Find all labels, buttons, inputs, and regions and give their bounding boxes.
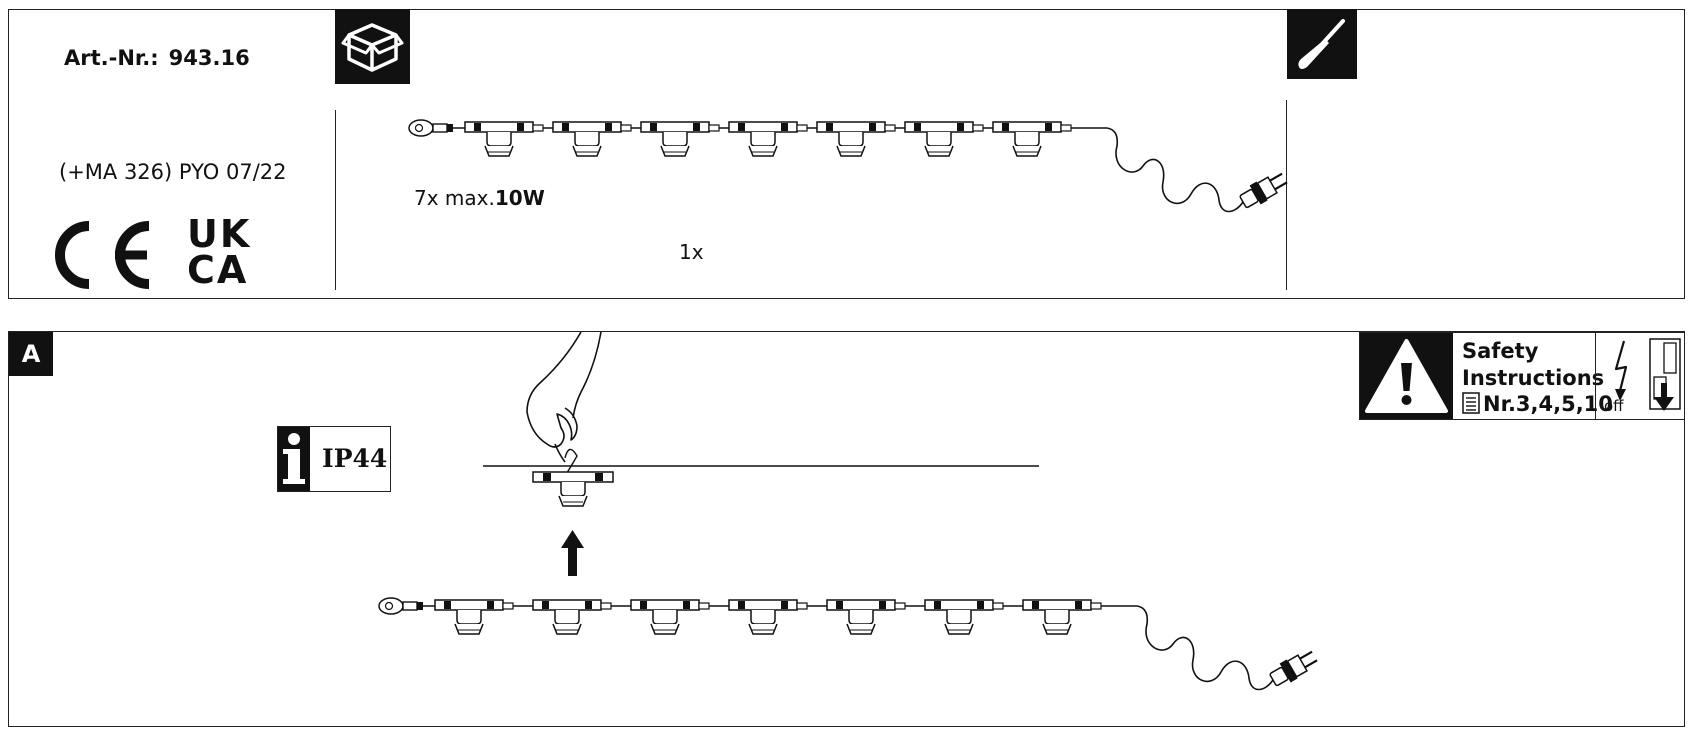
lamp-wattage-note: 7x max.10W	[414, 186, 545, 210]
installation-step-panel: A IP44	[8, 331, 1685, 727]
lamp-socket	[728, 121, 808, 157]
lamp-socket	[464, 121, 544, 157]
arrow-up-icon	[561, 530, 584, 576]
electricity-icon	[1614, 340, 1628, 401]
lamp-socket	[728, 599, 808, 635]
safety-reference-text: Nr.3,4,5,10	[1483, 392, 1613, 416]
lamp-socket	[640, 121, 720, 157]
mounting-illustration	[483, 331, 1039, 576]
lamp-wattage: 10W	[494, 186, 545, 210]
contents-panel: Art.-Nr.: 943.16 (+MA 326) PYO 07/22 UK C…	[8, 9, 1685, 299]
lamp-socket	[1022, 599, 1102, 635]
lamp-socket	[992, 121, 1072, 157]
ukca-line-2: CA	[187, 248, 249, 292]
safety-instructions-box: Safety Instructions Nr.3,4,5,10 off	[1359, 332, 1685, 420]
safety-title: Safety Instructions	[1462, 339, 1605, 390]
lamp-socket	[552, 121, 632, 157]
hand-icon	[526, 331, 602, 463]
divider-left	[335, 110, 336, 290]
step-label: A	[9, 332, 53, 376]
power-cable	[1106, 127, 1244, 213]
lamp-socket	[630, 599, 710, 635]
light-string-illustration-installed	[378, 597, 1318, 691]
ce-mark	[55, 221, 150, 289]
info-icon	[278, 427, 310, 491]
power-plug-icon	[1239, 172, 1288, 209]
lamp-count-prefix: 7x max.	[414, 186, 495, 210]
lamp-socket	[904, 121, 984, 157]
light-string-illustration	[408, 119, 1288, 213]
switch-off-icon	[1649, 338, 1681, 411]
ip-rating: IP44	[322, 444, 388, 473]
article-number: Art.-Nr.: 943.16	[64, 46, 250, 70]
safety-divider	[1595, 333, 1596, 419]
product-code: (+MA 326) PYO 07/22	[59, 160, 287, 184]
lamp-socket	[434, 599, 514, 635]
package-box-icon	[335, 9, 410, 84]
ukca-mark: UK CA	[187, 212, 252, 292]
lamp-socket	[826, 599, 906, 635]
ip-rating-badge: IP44	[277, 426, 391, 492]
switch-off-label: off	[1604, 397, 1624, 415]
lamp-socket	[924, 599, 1004, 635]
power-plug-icon	[1269, 650, 1318, 687]
eyelet	[378, 597, 423, 615]
item-quantity: 1x	[679, 240, 704, 264]
document-icon	[1462, 392, 1480, 414]
article-number-value: 943.16	[168, 46, 250, 70]
screwdriver-icon	[1287, 9, 1357, 79]
divider-right	[1286, 100, 1287, 290]
power-cable	[1136, 605, 1274, 691]
article-label: Art.-Nr.:	[64, 46, 159, 70]
ukca-line-1: UK	[187, 212, 252, 256]
eyelet	[408, 119, 453, 137]
lamp-socket	[532, 599, 612, 635]
warning-icon	[1360, 333, 1453, 419]
lamp-socket	[816, 121, 896, 157]
safety-reference: Nr.3,4,5,10	[1462, 392, 1613, 416]
